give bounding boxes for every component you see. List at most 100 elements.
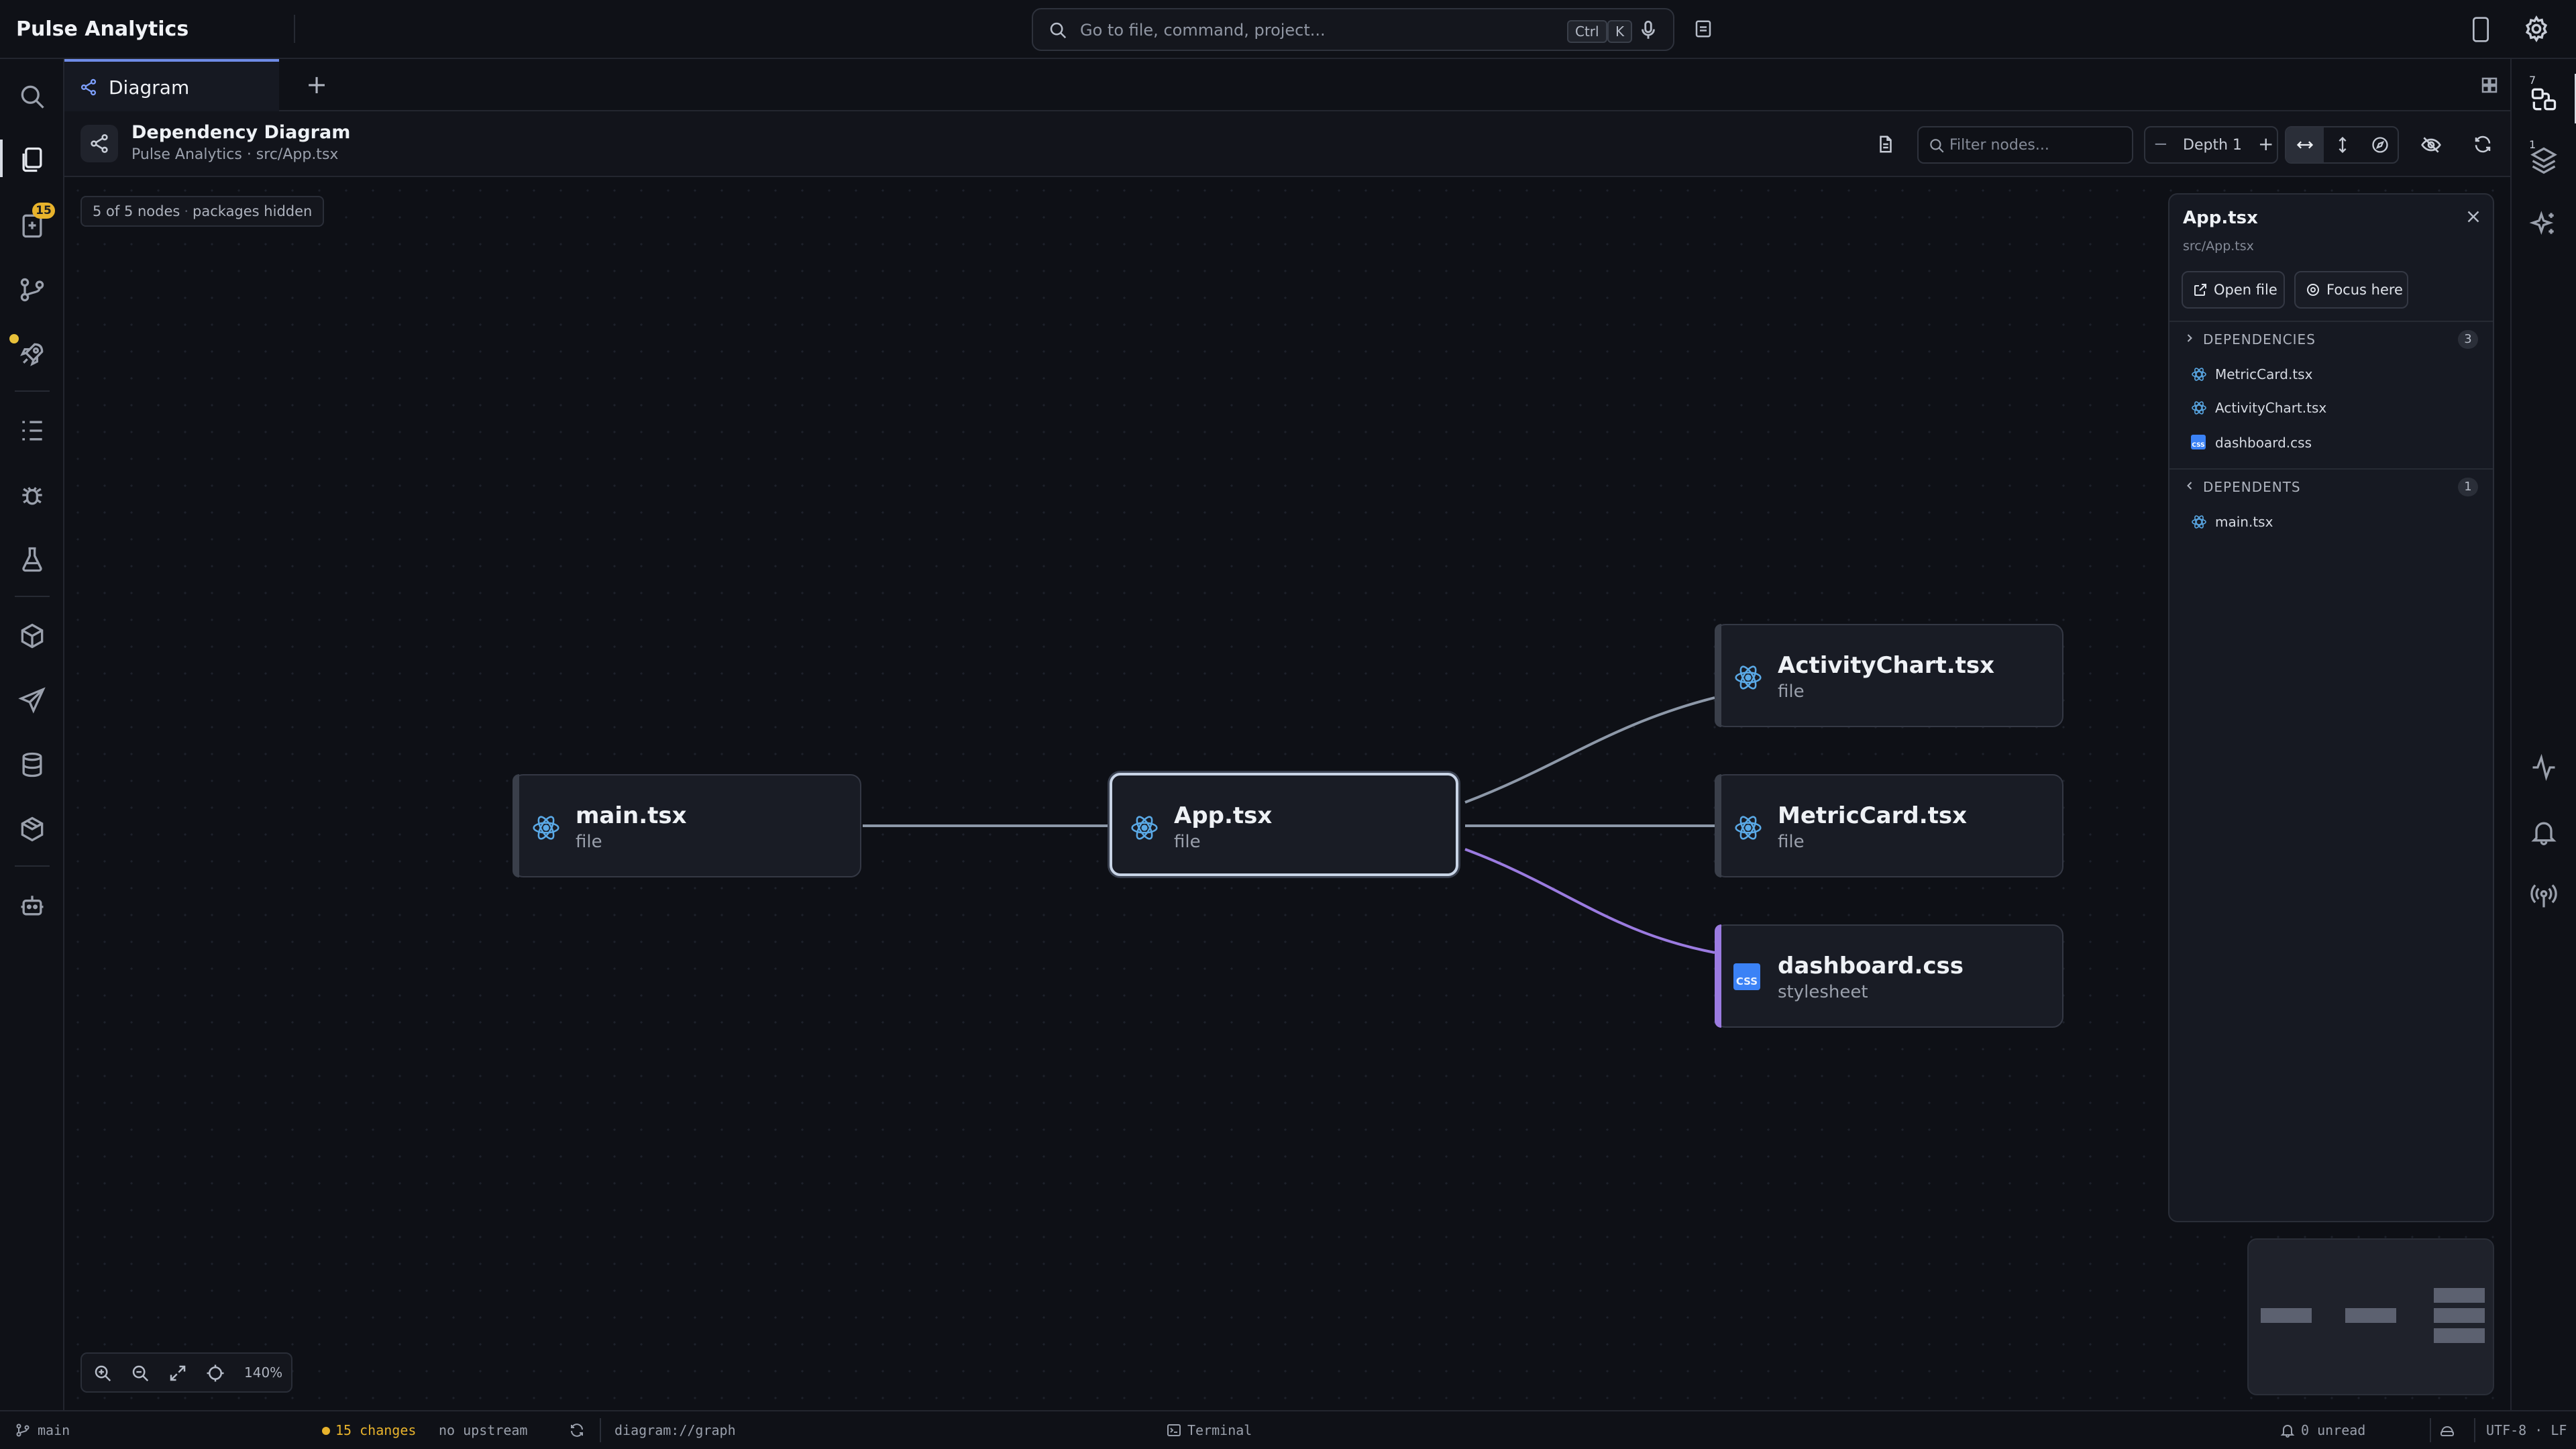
diagram-icon — [80, 125, 118, 162]
changes-count[interactable]: 15 changes — [322, 1422, 416, 1438]
count-label: 1 — [2529, 138, 2536, 151]
zoom-in-icon[interactable] — [93, 1363, 113, 1383]
focus-here-button[interactable]: Focus here — [2294, 271, 2408, 309]
gear-icon[interactable] — [2522, 15, 2551, 43]
app-title: Pulse Analytics — [16, 17, 189, 41]
node-dashboard-css[interactable]: CSS dashboard.css stylesheet — [1715, 924, 2063, 1028]
dependencies-section-header[interactable]: DEPENDENCIES — [2183, 331, 2316, 347]
node-main-tsx[interactable]: main.tsx file — [513, 774, 861, 877]
dependency-name: MetricCard.tsx — [2215, 366, 2313, 382]
node-count-text: 5 of 5 nodes — [93, 203, 180, 219]
dependency-item[interactable]: CSS dashboard.css — [2191, 435, 2312, 451]
minimap-node — [2345, 1308, 2396, 1323]
broadcast-icon[interactable] — [2529, 881, 2559, 911]
bell-icon — [2280, 1425, 2295, 1438]
zoom-controls: 140% — [80, 1352, 292, 1393]
vertical-layout-button[interactable] — [2324, 127, 2361, 162]
layers-icon[interactable] — [2529, 145, 2559, 174]
robot-icon[interactable] — [17, 891, 47, 920]
radial-layout-button[interactable] — [2361, 127, 2398, 162]
depth-stepper[interactable]: − Depth 1 + — [2144, 126, 2278, 164]
css-icon-label: CSS — [2191, 435, 2206, 449]
dependencies-count: 3 — [2458, 330, 2478, 349]
active-indicator — [0, 140, 3, 177]
share-graph-icon — [80, 78, 97, 96]
package-icon[interactable] — [17, 621, 47, 651]
new-tab-button[interactable]: + — [306, 70, 327, 99]
document-icon[interactable] — [1693, 19, 1713, 39]
divider — [15, 865, 50, 867]
focus-here-label: Focus here — [2326, 282, 2403, 298]
external-link-icon — [2194, 284, 2206, 296]
node-metriccard-tsx[interactable]: MetricCard.tsx file — [1715, 774, 2063, 877]
breadcrumb: Pulse Analytics · src/App.tsx — [131, 146, 339, 163]
terminal-button[interactable]: Terminal — [1187, 1422, 1252, 1438]
dependency-graph-icon[interactable] — [2529, 85, 2559, 114]
react-icon — [2192, 401, 2206, 415]
terminal-icon — [1167, 1424, 1181, 1436]
layout-direction-toggle[interactable] — [2285, 126, 2399, 164]
close-icon[interactable] — [2463, 207, 2483, 227]
divider — [600, 1418, 601, 1442]
command-search[interactable]: Go to file, command, project... Ctrl K — [1032, 8, 1674, 51]
encoding[interactable]: UTF-8 · LF — [2486, 1422, 2567, 1438]
filter-nodes-input[interactable]: Filter nodes... — [1917, 126, 2133, 164]
rocket-icon[interactable] — [17, 339, 47, 369]
search-icon[interactable] — [17, 82, 47, 111]
horizontal-layout-button[interactable] — [2286, 127, 2324, 162]
depth-increase-button[interactable]: + — [2258, 133, 2274, 155]
node-accent — [1715, 774, 1721, 877]
files-icon[interactable] — [17, 145, 47, 174]
node-app-tsx[interactable]: App.tsx file — [1110, 773, 1458, 876]
bell-icon[interactable] — [2529, 817, 2559, 847]
chevron-left-icon — [2187, 482, 2192, 490]
copilot-icon[interactable] — [2439, 1422, 2455, 1438]
changes-icon[interactable] — [17, 211, 47, 240]
fit-view-icon[interactable] — [168, 1363, 188, 1383]
count-label: 7 — [2529, 74, 2536, 87]
send-icon[interactable] — [17, 686, 47, 715]
dependent-name: main.tsx — [2215, 514, 2273, 530]
branch-name[interactable]: main — [38, 1422, 70, 1438]
git-branch-icon[interactable] — [17, 275, 47, 305]
tab-bar: Diagram + — [64, 59, 2510, 111]
sync-icon[interactable] — [569, 1422, 585, 1438]
tab-diagram[interactable]: Diagram — [64, 59, 279, 111]
node-activitychart-tsx[interactable]: ActivityChart.tsx file — [1715, 624, 2063, 727]
outline-icon[interactable] — [17, 416, 47, 445]
activity-bar-right: 7 1 — [2510, 59, 2576, 1410]
zoom-out-icon[interactable] — [130, 1363, 150, 1383]
depth-decrease-button[interactable]: − — [2153, 134, 2168, 154]
export-document-icon[interactable] — [1876, 134, 1896, 154]
hide-eye-icon[interactable] — [2420, 134, 2442, 156]
box-icon[interactable] — [17, 814, 47, 844]
dependency-item[interactable]: ActivityChart.tsx — [2191, 400, 2326, 416]
dependent-item[interactable]: main.tsx — [2191, 514, 2273, 530]
notifications-unread[interactable]: 0 unread — [2301, 1422, 2366, 1438]
css-file-icon: CSS — [2191, 435, 2207, 451]
center-target-icon[interactable] — [205, 1363, 225, 1383]
activity-pulse-icon[interactable] — [2529, 753, 2559, 782]
diagram-uri: diagram://graph — [614, 1422, 736, 1438]
node-accent — [513, 774, 519, 877]
device-icon[interactable] — [2470, 16, 2491, 43]
open-file-button[interactable]: Open file — [2182, 271, 2285, 309]
sparkle-icon[interactable] — [2529, 209, 2559, 239]
dependents-section-header[interactable]: DEPENDENTS — [2183, 479, 2301, 495]
minimap-node — [2434, 1288, 2485, 1303]
node-type: file — [1174, 832, 1201, 852]
layout-grid-icon[interactable] — [2479, 75, 2500, 95]
database-icon[interactable] — [17, 750, 47, 780]
refresh-icon[interactable] — [2473, 134, 2493, 154]
flask-icon[interactable] — [17, 545, 47, 574]
node-type: file — [576, 832, 602, 852]
microphone-icon[interactable] — [1637, 19, 1660, 42]
dependency-item[interactable]: MetricCard.tsx — [2191, 366, 2312, 382]
minimap[interactable] — [2247, 1238, 2494, 1395]
upstream-status: no upstream — [439, 1422, 528, 1438]
dependents-label: DEPENDENTS — [2203, 479, 2301, 495]
filter-placeholder: Filter nodes... — [1949, 137, 2049, 154]
divider — [15, 596, 50, 597]
bug-icon[interactable] — [17, 480, 47, 510]
status-dot — [9, 334, 19, 343]
